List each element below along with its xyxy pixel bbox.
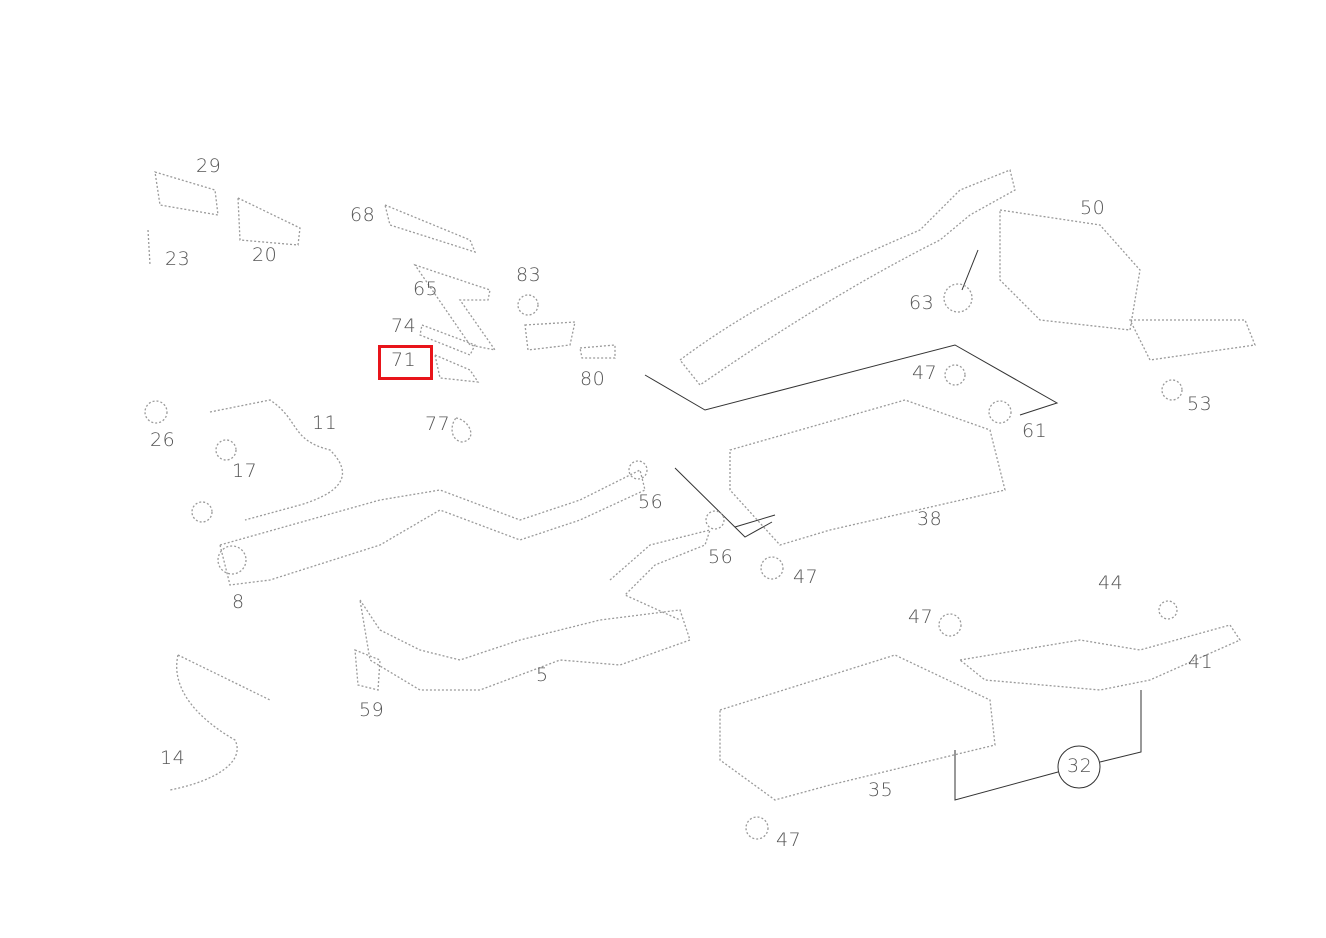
- part-8: [217, 545, 247, 575]
- part-50-rear-pipe: [679, 169, 1016, 386]
- part-53: [1161, 379, 1183, 401]
- callout-83[interactable]: 83: [516, 264, 542, 286]
- leader-line: [644, 344, 1059, 416]
- part-11-sensor-cable: [209, 399, 344, 521]
- callout-47[interactable]: 47: [912, 362, 938, 384]
- callout-50[interactable]: 50: [1080, 197, 1106, 219]
- callout-53[interactable]: 53: [1187, 393, 1213, 415]
- part-47-mount: [944, 364, 966, 386]
- callout-23[interactable]: 23: [165, 248, 191, 270]
- leader-line: [674, 467, 773, 538]
- part-26: [144, 400, 168, 424]
- leader-line: [1099, 690, 1142, 763]
- part-50-muffler: [999, 209, 1141, 331]
- part-56-hanger: [705, 510, 725, 530]
- highlight-box-part-71: [378, 345, 433, 380]
- part-47-mount: [745, 816, 769, 840]
- part-77: [451, 417, 472, 443]
- callout-41[interactable]: 41: [1188, 651, 1214, 673]
- callout-14[interactable]: 14: [160, 747, 186, 769]
- callout-11[interactable]: 11: [312, 412, 338, 434]
- callout-38[interactable]: 38: [917, 508, 943, 530]
- part-68-bracket: [384, 203, 477, 254]
- part-83: [517, 294, 539, 316]
- part-65-bracket: [413, 263, 497, 351]
- callout-circle-32: [1057, 745, 1101, 789]
- part-38-muffler: [729, 399, 1006, 546]
- part-17: [215, 439, 237, 461]
- callout-71[interactable]: 71: [391, 349, 417, 371]
- callout-17[interactable]: 17: [232, 460, 258, 482]
- part-bracket-center: [524, 321, 576, 351]
- callout-5[interactable]: 5: [536, 664, 549, 686]
- part-71: [434, 353, 480, 383]
- callout-68[interactable]: 68: [350, 204, 376, 226]
- callout-20[interactable]: 20: [252, 244, 278, 266]
- part-47-mount: [760, 556, 784, 580]
- part-80: [579, 344, 616, 359]
- part-20-heat-shield: [237, 196, 301, 246]
- callout-74[interactable]: 74: [391, 315, 417, 337]
- part-56-hanger: [628, 460, 648, 480]
- callout-63[interactable]: 63: [909, 292, 935, 314]
- part-5-pipe-upper: [609, 529, 711, 621]
- callout-77[interactable]: 77: [425, 413, 451, 435]
- callout-32[interactable]: 32: [1067, 755, 1093, 777]
- callout-59[interactable]: 59: [359, 699, 385, 721]
- callout-35[interactable]: 35: [868, 779, 894, 801]
- part-63-clamp: [943, 283, 973, 313]
- part-29-heat-shield: [154, 171, 219, 216]
- part-35-muffler: [719, 654, 996, 801]
- part-74: [419, 324, 476, 356]
- callout-47[interactable]: 47: [793, 566, 819, 588]
- callout-65[interactable]: 65: [413, 278, 439, 300]
- leader-line: [954, 750, 1059, 801]
- callout-56[interactable]: 56: [638, 491, 664, 513]
- callout-47[interactable]: 47: [776, 829, 802, 851]
- part-61: [988, 400, 1012, 424]
- part-41-tailpipe: [958, 624, 1241, 691]
- part-59: [354, 649, 381, 691]
- callout-56[interactable]: 56: [708, 546, 734, 568]
- part-50-tailpipe: [1128, 319, 1256, 361]
- callout-44[interactable]: 44: [1098, 572, 1124, 594]
- callout-26[interactable]: 26: [150, 429, 176, 451]
- leader-line: [961, 249, 979, 291]
- part-5-pipe: [359, 599, 691, 691]
- part-14-sensor-cable: [169, 654, 271, 791]
- part-47-mount: [938, 613, 962, 637]
- callout-29[interactable]: 29: [196, 155, 222, 177]
- part-44: [1158, 600, 1178, 620]
- part-23-bracket: [147, 229, 151, 266]
- part-8b: [191, 501, 213, 523]
- callout-61[interactable]: 61: [1022, 420, 1048, 442]
- leader-line: [734, 514, 776, 528]
- part-front-pipe: [219, 469, 646, 586]
- callout-80[interactable]: 80: [580, 368, 606, 390]
- callout-47[interactable]: 47: [908, 606, 934, 628]
- callout-8[interactable]: 8: [232, 591, 245, 613]
